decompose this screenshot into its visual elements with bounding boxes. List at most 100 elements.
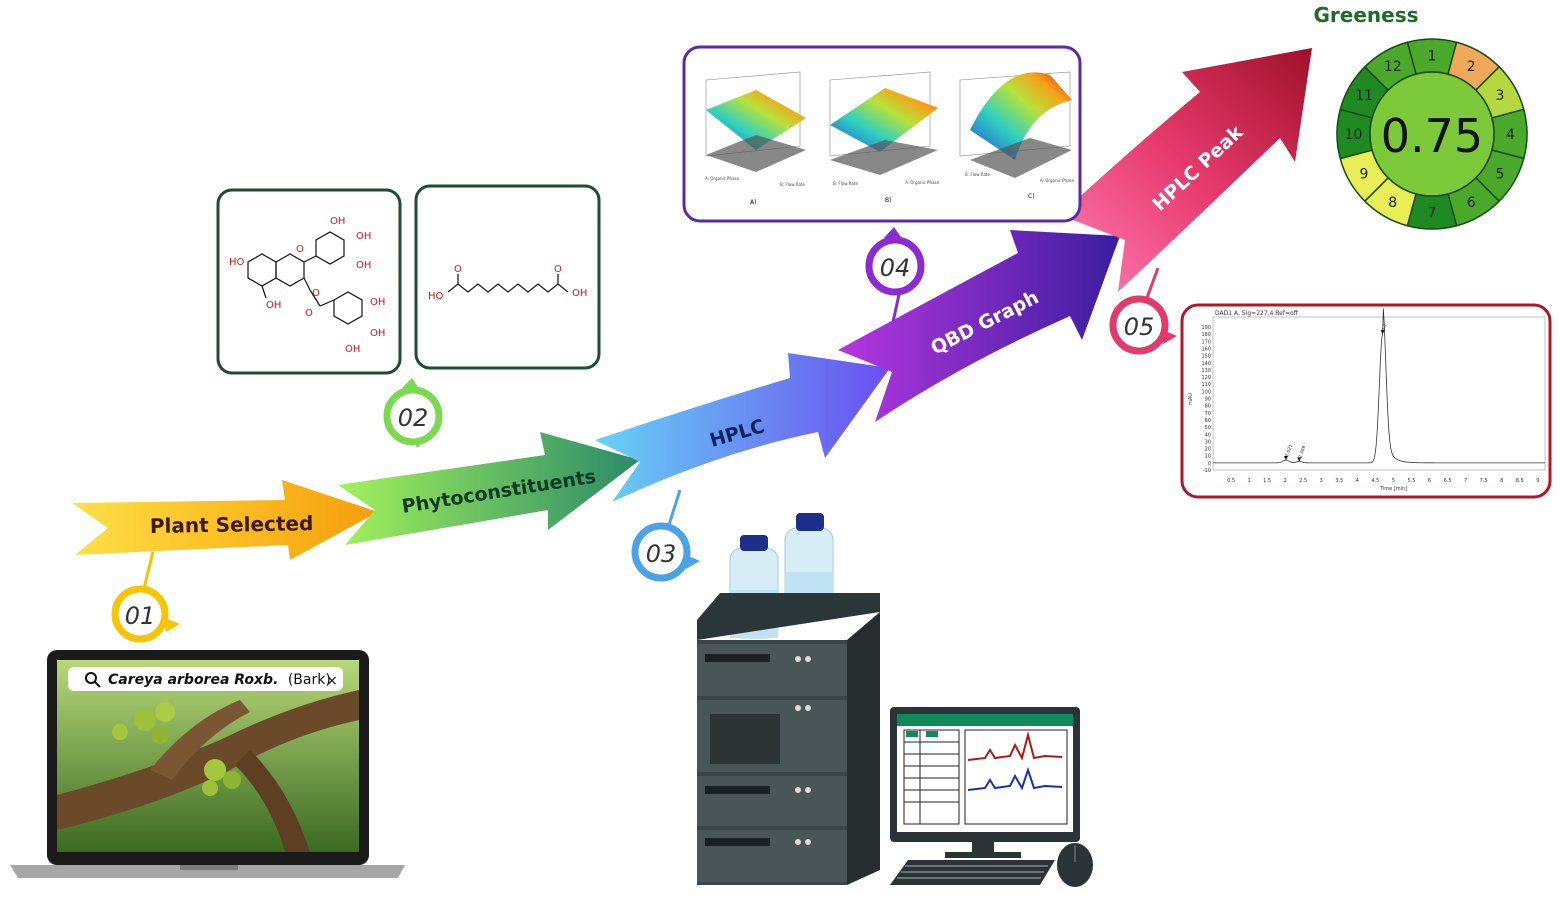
search-close-icon[interactable]: ×	[326, 673, 338, 689]
chromatogram-y-tick: 150	[1201, 354, 1211, 360]
chromatogram-x-tick: 3	[1320, 478, 1323, 484]
step-label-1: Plant Selected	[150, 511, 314, 538]
svg-text:Careya arborea Roxb. (Bark: Careya arborea Roxb. (Bark)	[108, 672, 331, 688]
chromatogram-peak-label: 4.7	[1381, 323, 1389, 332]
chromatogram-x-tick: 6.5	[1444, 478, 1452, 484]
svg-text:OH: OH	[370, 297, 385, 308]
chromatogram-trace	[1213, 308, 1545, 464]
greeness-segment-label-7: 7	[1428, 206, 1437, 222]
svg-text:03: 03	[646, 540, 677, 568]
chromatogram-y-tick: 140	[1201, 361, 1211, 367]
chromatogram-y-tick: 130	[1201, 368, 1211, 374]
chromatogram-y-tick: 120	[1201, 375, 1211, 381]
arrow-plant-selected	[72, 480, 378, 560]
chromatogram-xlabel: Time [min]	[1379, 486, 1407, 492]
greeness-segment-label-6: 6	[1467, 195, 1476, 211]
chromatogram-y-tick: 0	[1208, 461, 1211, 467]
chromatogram-x-tick: 8	[1500, 478, 1503, 484]
chromatogram-x-tick: 2.5	[1299, 478, 1307, 484]
svg-text:O: O	[554, 264, 562, 275]
chromatogram-y-tick: 160	[1201, 346, 1211, 352]
laptop-illustration	[10, 650, 405, 878]
surface-plot-a: A) A: Organic Phase B: Flow Rate	[705, 71, 806, 206]
greeness-title: Greeness	[1313, 3, 1418, 27]
svg-text:O: O	[454, 264, 462, 275]
svg-text:B): B)	[885, 197, 891, 204]
chromatogram-x-tick: 4	[1356, 478, 1359, 484]
greeness-segment-label-10: 10	[1345, 127, 1363, 143]
greeness-segment-label-12: 12	[1384, 59, 1402, 75]
chromatogram-x-tick: 6	[1428, 478, 1431, 484]
chromatogram-peak-label: 2.021	[1284, 443, 1294, 457]
search-icon	[85, 672, 101, 688]
chromatogram-y-tick: 180	[1201, 332, 1211, 338]
greeness-segment-label-2: 2	[1467, 59, 1476, 75]
chromatogram-y-tick: 70	[1205, 411, 1211, 417]
greeness-segment-label-5: 5	[1496, 166, 1505, 182]
svg-text:C): C)	[1028, 193, 1035, 200]
svg-text:HO: HO	[428, 291, 444, 302]
chromatogram-x-tick: 3.5	[1335, 478, 1343, 484]
chromatogram-box	[1180, 303, 1552, 499]
svg-text:OH: OH	[345, 344, 360, 355]
chromatogram-plot: DAD1 A, Sig=227,4 Ref=off mAU Time [min] 1 9…	[1188, 308, 1546, 492]
molecule-box-egcg	[216, 188, 402, 375]
chromatogram-title: DAD1 A, Sig=227,4 Ref=off	[1215, 310, 1299, 317]
arrow-hplc-peak	[1060, 48, 1312, 292]
chromatogram-y-tick: -10	[1203, 468, 1211, 474]
svg-text:01: 01	[125, 602, 156, 630]
step-badge-04: 04	[865, 227, 925, 296]
step-badge-05: 05	[1109, 295, 1177, 355]
step-badge-01: 01	[111, 585, 180, 643]
chromatogram-y-tick: 30	[1205, 439, 1211, 445]
svg-text:B: Flow Rate: B: Flow Rate	[833, 181, 858, 186]
greeness-segment-label-11: 11	[1355, 88, 1373, 104]
svg-text:04: 04	[880, 254, 911, 282]
svg-text:05: 05	[1124, 313, 1155, 341]
chromatogram-x-tick: 1.5	[1263, 478, 1271, 484]
chromatogram-peak-marker	[1380, 330, 1385, 335]
svg-text:O: O	[296, 244, 304, 255]
chromatogram-y-tick: 20	[1205, 447, 1211, 453]
egcg-atom-labels: OH OH OH HO OH OH OH OH O O O	[229, 216, 385, 355]
chromatogram-x-tick: 2	[1284, 478, 1287, 484]
search-query-part: (Bark)	[288, 672, 331, 688]
molecule-box-acid	[414, 184, 601, 370]
chromatogram-y-tick: 110	[1201, 382, 1211, 388]
chromatogram-y-tick: 80	[1205, 404, 1211, 410]
chromatogram-x-tick: 7.5	[1480, 478, 1488, 484]
svg-text:OH: OH	[330, 216, 345, 227]
step-badge-03: 03	[631, 522, 700, 582]
surface-plot-b: B) B: Flow Rate A: Organic Phase	[829, 71, 940, 204]
egcg-structure	[247, 231, 363, 325]
svg-text:A): A)	[750, 199, 756, 206]
svg-text:OH: OH	[356, 231, 371, 242]
greeness-segment-label-1: 1	[1428, 49, 1437, 65]
chromatogram-ylabel: mAU	[1188, 393, 1194, 405]
surface-plot-c: C) B: Flow Rate A: Organic Phase	[959, 71, 1075, 200]
svg-text:OH: OH	[370, 328, 385, 339]
search-bar[interactable]	[68, 667, 343, 691]
svg-text:B: Flow Rate: B: Flow Rate	[780, 182, 805, 187]
svg-text:A: Organic Phase: A: Organic Phase	[1040, 178, 1075, 183]
chromatogram-x-tick: 7	[1464, 478, 1467, 484]
chromatogram-y-tick: 50	[1205, 425, 1211, 431]
chromatogram-x-tick: 1	[1247, 478, 1250, 484]
search-query-species: Careya arborea Roxb.	[108, 672, 278, 688]
chromatogram-x-tick: 9	[1536, 478, 1539, 484]
arrow-phytoconstituents	[338, 432, 640, 545]
svg-text:OH: OH	[356, 260, 371, 271]
chromatogram-peak-label: 2.389	[1297, 445, 1307, 459]
computer-monitor	[890, 707, 1093, 887]
arrow-qbd-graph	[838, 230, 1120, 422]
svg-text:O: O	[305, 308, 313, 319]
svg-text:A: Organic Phase: A: Organic Phase	[705, 176, 740, 181]
acid-chain	[447, 283, 569, 293]
chromatogram-y-tick: 60	[1205, 418, 1211, 424]
greeness-segment-label-4: 4	[1506, 127, 1515, 143]
svg-text:A: Organic Phase: A: Organic Phase	[905, 180, 940, 185]
hplc-instrument	[697, 513, 880, 885]
svg-text:OH: OH	[572, 288, 587, 299]
